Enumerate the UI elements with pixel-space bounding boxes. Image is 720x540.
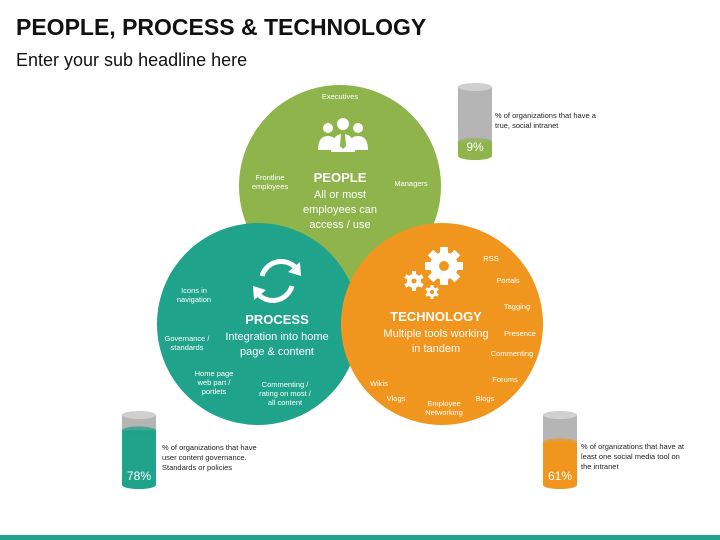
stat-2-cylinder-fill xyxy=(122,430,156,485)
stat-2-cylinder-top xyxy=(122,411,156,419)
process-item-webpart: web part / xyxy=(197,378,232,387)
people-group-icon xyxy=(318,118,368,152)
tech-item-wikis: Wikis xyxy=(370,379,388,388)
process-item-navigation: navigation xyxy=(177,295,211,304)
tech-item-commenting: Commenting xyxy=(491,349,534,358)
technology-circle xyxy=(341,223,543,425)
process-circle xyxy=(157,223,359,425)
process-title: PROCESS xyxy=(245,312,309,327)
tech-item-blogs: Blogs xyxy=(476,394,495,403)
page-subtitle: Enter your sub headline here xyxy=(16,50,248,70)
tech-item-forums: Forums xyxy=(492,375,518,384)
people-desc-line3: access / use xyxy=(309,219,370,231)
technology-desc-line2: in tandem xyxy=(412,343,460,355)
process-item-rating: rating on most / xyxy=(259,389,312,398)
stat-1-cylinder-top xyxy=(458,83,492,91)
stat-3-cylinder-base xyxy=(543,481,577,489)
stat-1-cylinder-fill-top xyxy=(458,138,492,146)
tech-item-tagging: Tagging xyxy=(504,302,530,311)
process-item-standards: standards xyxy=(171,343,204,352)
stat-1-line2: true, social intranet xyxy=(495,121,559,130)
stat-3-line1: % of organizations that have at xyxy=(581,442,685,451)
stat-2-line1: % of organizations that have xyxy=(162,443,257,452)
stat-3-line3: the intranet xyxy=(581,462,619,471)
stat-2-line3: Standards or policies xyxy=(162,463,232,472)
tech-item-rss: RSS xyxy=(483,254,498,263)
people-item-managers: Managers xyxy=(394,179,428,188)
stat-3-value: 61% xyxy=(548,469,572,483)
stat-2-cylinder-base xyxy=(122,481,156,489)
technology-desc-line1: Multiple tools working xyxy=(383,328,488,340)
process-item-governance: Governance / xyxy=(164,334,210,343)
stat-3-line2: least one social media tool on xyxy=(581,452,680,461)
process-item-homepage: Home page xyxy=(195,369,234,378)
stat-2-line2: user content governance. xyxy=(162,453,247,462)
stat-1-value: 9% xyxy=(466,140,484,154)
stat-3-cylinder-fill xyxy=(543,442,577,485)
technology-title: TECHNOLOGY xyxy=(390,309,482,324)
process-desc-line1: Integration into home xyxy=(225,331,328,343)
people-title: PEOPLE xyxy=(314,170,367,185)
stat-cylinders: 9% 78% 61% xyxy=(122,83,577,489)
people-item-employees: employees xyxy=(252,182,289,191)
process-item-icons: Icons in xyxy=(181,286,207,295)
stat-2-value: 78% xyxy=(127,469,151,483)
refresh-arrows-icon xyxy=(256,259,298,303)
people-desc-line2: employees can xyxy=(303,204,377,216)
stat-1-cylinder-fill xyxy=(458,142,492,156)
people-item-frontline: Frontline xyxy=(255,173,284,182)
stat-2-cylinder-fill-top xyxy=(122,426,156,435)
stat-3-cylinder-fill-top xyxy=(543,438,577,447)
page-title: PEOPLE, PROCESS & TECHNOLOGY xyxy=(16,14,427,40)
tech-item-vlogs: Vlogs xyxy=(387,394,406,403)
stat-3-cylinder-top xyxy=(543,411,577,419)
stat-1-cylinder-base xyxy=(458,152,492,160)
process-desc-line2: page & content xyxy=(240,346,314,358)
bottom-accent-bar xyxy=(0,535,720,540)
people-desc-line1: All or most xyxy=(314,189,366,201)
tech-item-employee: Employee xyxy=(427,399,460,408)
process-item-commenting: Commenting / xyxy=(262,380,310,389)
people-item-executives: Executives xyxy=(322,92,359,101)
stat-1-line1: % of organizations that have a xyxy=(495,111,597,120)
process-item-portlets: portlets xyxy=(202,387,227,396)
tech-item-presence: Presence xyxy=(504,329,536,338)
tech-item-networking: Networking xyxy=(425,408,463,417)
process-item-content: all content xyxy=(268,398,303,407)
tech-item-portals: Portals xyxy=(496,276,520,285)
